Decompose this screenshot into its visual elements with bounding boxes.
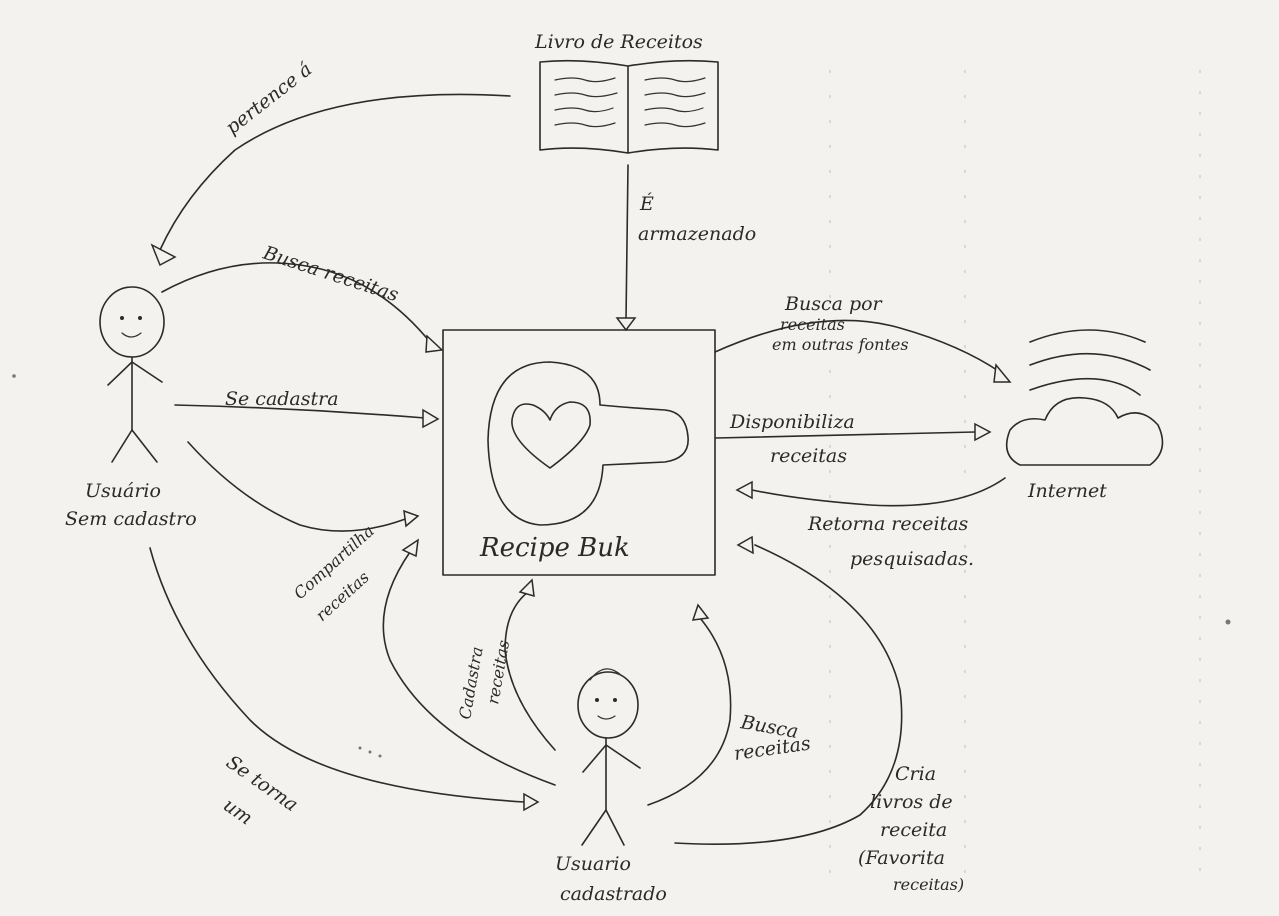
label-retorna-1: Retorna receitas	[807, 513, 969, 535]
label-disponibiliza-2: receitas	[770, 445, 847, 467]
label-armazenado-1: É	[639, 192, 654, 215]
open-book-icon	[539, 59, 719, 154]
paper-ruling	[12, 70, 1231, 880]
edge-cadastra: Cadastra receitas	[455, 578, 556, 751]
label-cria-3: receita	[880, 819, 947, 841]
registered-user-actor: Usuario cadastrado	[555, 668, 667, 905]
guest-user-actor: Usuário Sem cadastro	[65, 286, 197, 530]
label-disponibiliza-1: Disponibiliza	[729, 411, 855, 433]
registered-label-1: Usuario	[555, 853, 631, 875]
registered-label-2: cadastrado	[560, 883, 667, 905]
label-busca-outras-1: Busca por	[784, 293, 884, 315]
edge-registered-busca: Busca receitas	[647, 603, 813, 806]
label-cadastra-1: Cadastra	[455, 645, 486, 721]
label-busca-outras-2: receitas	[780, 315, 845, 334]
system-name: Recipe Buk	[479, 533, 630, 563]
recipe-book-node: Livro de Receitos	[534, 31, 719, 154]
stick-figure-icon	[577, 668, 641, 846]
stick-figure-icon	[99, 286, 165, 463]
edge-busca-outras: Busca por receitas em outras fontes	[714, 293, 1012, 383]
label-cria-4: (Favorita	[858, 847, 945, 869]
label-busca-reg-2: receitas	[733, 732, 813, 765]
recipe-buk-system: Recipe Buk	[442, 329, 716, 576]
edge-disponibiliza: Disponibiliza receitas	[715, 411, 992, 467]
label-cria-1: Cria	[895, 763, 936, 785]
edge-se-cadastra: Se cadastra	[174, 388, 440, 429]
label-cria-5: receitas)	[893, 875, 964, 894]
spoon-heart-logo	[487, 361, 689, 526]
internet-label: Internet	[1027, 480, 1107, 502]
book-title: Livro de Receitos	[534, 31, 703, 53]
edge-guest-busca: Busca receitas	[161, 242, 444, 353]
label-se-torna-2: um	[219, 794, 256, 829]
guest-label-2: Sem cadastro	[65, 508, 197, 530]
guest-label-1: Usuário	[85, 480, 161, 502]
label-cria-2: livros de	[870, 791, 953, 813]
internet-node: Internet	[1005, 329, 1164, 502]
label-retorna-2: pesquisadas.	[850, 548, 974, 570]
edge-cria-livros: Cria livros de receita (Favorita receita…	[674, 535, 964, 894]
label-se-cadastra: Se cadastra	[225, 388, 339, 410]
wifi-icon	[1029, 329, 1151, 396]
edge-retorna: Retorna receitas pesquisadas.	[735, 477, 1006, 570]
label-guest-busca: Busca receitas	[260, 242, 402, 307]
edge-armazenado: É armazenado	[615, 164, 756, 332]
edge-pertence: pertence á	[150, 58, 511, 267]
cloud-icon	[1005, 396, 1164, 466]
label-armazenado-2: armazenado	[638, 223, 756, 245]
edge-guest-compartilha	[187, 441, 420, 532]
label-busca-outras-3: em outras fontes	[772, 335, 909, 354]
label-pertence: pertence á	[222, 58, 317, 139]
